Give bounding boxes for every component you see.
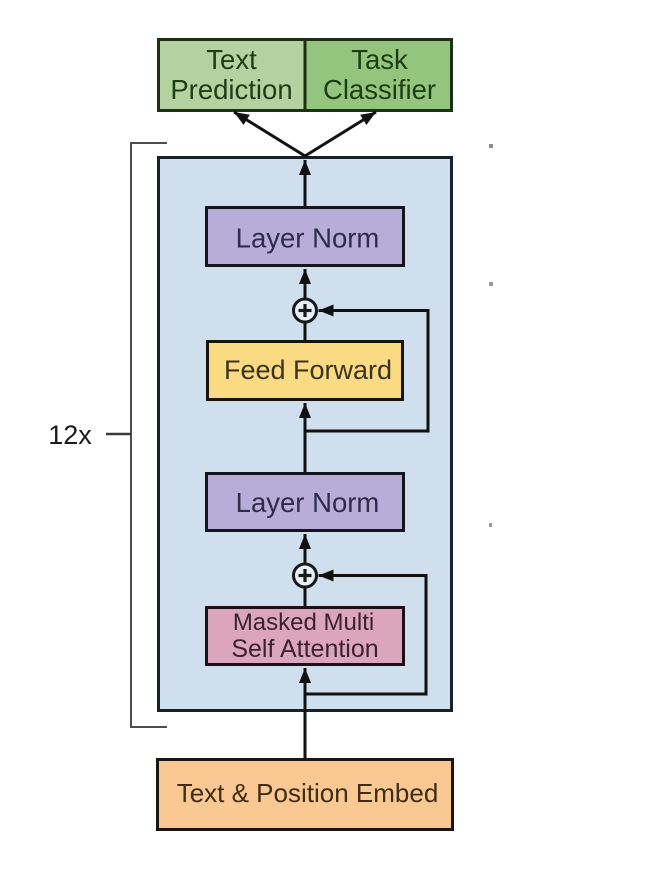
svg-text:12x: 12x bbox=[48, 420, 92, 450]
svg-text:Prediction: Prediction bbox=[170, 74, 292, 105]
svg-text:Text & Position Embed: Text & Position Embed bbox=[177, 778, 439, 808]
svg-text:Masked Multi: Masked Multi bbox=[233, 609, 374, 636]
svg-text:Self Attention: Self Attention bbox=[231, 635, 378, 663]
svg-text:Classifier: Classifier bbox=[323, 74, 436, 105]
svg-text:Layer Norm: Layer Norm bbox=[236, 487, 380, 518]
svg-text:Layer Norm: Layer Norm bbox=[236, 223, 380, 254]
svg-text:Task: Task bbox=[351, 44, 408, 75]
svg-text:Text: Text bbox=[206, 44, 257, 75]
svg-text:Feed Forward: Feed Forward bbox=[224, 355, 392, 385]
